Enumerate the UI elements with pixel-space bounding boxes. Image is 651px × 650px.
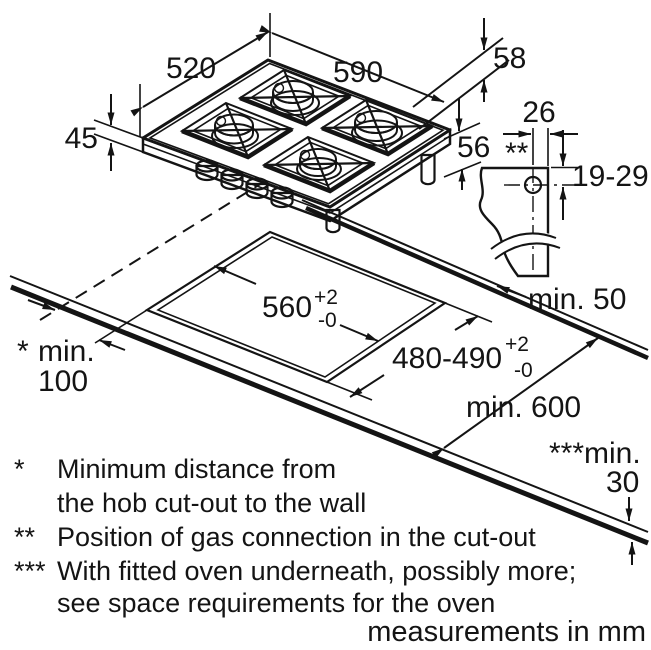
gas-connection-detail — [478, 166, 581, 278]
burner-cap — [354, 110, 398, 134]
dim-gas-offset-label: 26 — [522, 96, 555, 129]
wall-dashed-line — [39, 182, 263, 321]
gas-marker-label: ** — [505, 137, 529, 170]
dim-rear-clearance-label: min. 50 — [528, 283, 626, 316]
dim-worktop-depth-label: min. 600 — [466, 391, 581, 424]
dim-hob-height-top-label: 58 — [493, 42, 526, 75]
dim-hob-width-label: 590 — [333, 56, 383, 89]
burner — [179, 101, 295, 160]
cabinet-side-panel — [478, 166, 550, 278]
dim-cutout-depth: 480-490 +2 -0 — [326, 302, 533, 401]
footnote-3-line-1: With fitted oven underneath, possibly mo… — [57, 556, 576, 586]
worktop-rear-edge-top — [301, 199, 649, 351]
footnote-3-marker: *** — [14, 556, 46, 586]
thickness-min: min. — [584, 437, 641, 470]
worktop-thickness-marker-line: ***min. — [549, 437, 641, 470]
dim-worktop-depth: min. 600 — [431, 337, 599, 459]
footnotes: * Minimum distance from the hob cut-out … — [14, 454, 646, 648]
dim-hob-height-bottom-label: 56 — [457, 131, 490, 164]
dimensions: 520 590 58 56 45 — [17, 13, 649, 565]
thickness-value: 30 — [606, 466, 639, 499]
units-note: measurements in mm — [367, 616, 646, 648]
worktop-front-edge-top — [9, 275, 649, 533]
cutout-depth-tol-plus: +2 — [505, 333, 529, 356]
burner-cap — [299, 148, 337, 170]
burner — [261, 135, 377, 194]
burner — [319, 98, 435, 157]
footnote-2-line-1: Position of gas connection in the cut-ou… — [57, 522, 536, 552]
dim-side-clearance: * min. 100 — [17, 299, 148, 398]
footnote-1-line-1: Minimum distance from — [57, 454, 336, 484]
break-line — [494, 242, 561, 260]
dim-cutout-depth-label: 480-490 — [392, 342, 502, 375]
hob-control-knobs — [195, 159, 294, 209]
hob-foot — [420, 153, 436, 186]
dim-gas-offset: 26 ** — [503, 96, 578, 170]
footnote-1-marker: * — [14, 454, 25, 484]
side-clearance-marker: * — [17, 335, 29, 368]
worktop-rear-edge-bottom — [305, 205, 649, 361]
dim-cutout-width-label: 560 — [262, 291, 312, 324]
dim-gas-vertical-range-label: 19-29 — [572, 160, 649, 193]
cutout-width-tol-plus: +2 — [314, 286, 338, 309]
thickness-marker: *** — [549, 437, 584, 470]
dim-gas-vertical-range: 19-29 — [551, 130, 649, 220]
footnote-2-marker: ** — [14, 522, 36, 552]
dim-hob-width: 590 — [259, 25, 445, 103]
cutout-depth-tol-minus: -0 — [514, 359, 533, 382]
footnote-3-line-2: see space requirements for the oven — [57, 588, 495, 618]
footnote-1-line-2: the hob cut-out to the wall — [57, 488, 366, 518]
dim-hob-body-height-label: 45 — [65, 122, 98, 155]
side-clearance-min: min. — [38, 335, 95, 368]
dim-rear-clearance: min. 50 — [496, 283, 626, 316]
dim-hob-height-top: 58 — [412, 18, 526, 130]
side-clearance-value: 100 — [38, 365, 88, 398]
dim-cutout-width: 560 +2 -0 — [213, 265, 379, 342]
cutout-width-tol-minus: -0 — [318, 309, 337, 332]
hob-foot — [325, 208, 341, 234]
dim-hob-depth-label: 520 — [166, 52, 216, 85]
break-line — [490, 232, 557, 250]
dim-worktop-thickness: ***min. 30 — [549, 437, 641, 565]
dim-hob-body-height: 45 — [65, 94, 144, 171]
dim-hob-height-bottom: 56 — [443, 98, 490, 190]
